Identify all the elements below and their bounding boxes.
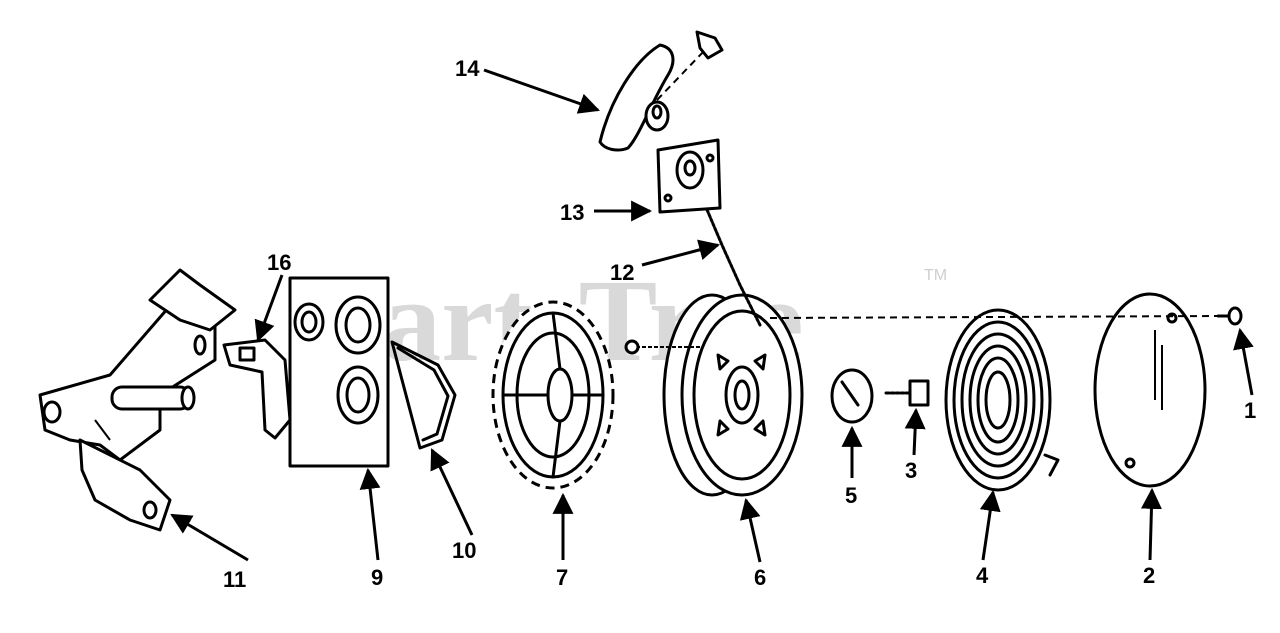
callout-label-14: 14 — [455, 56, 480, 81]
callout-label-10: 10 — [452, 538, 476, 563]
part-6-pulley — [624, 293, 804, 497]
part-10-spring — [390, 340, 457, 450]
callout-label-5: 4 — [976, 563, 989, 588]
part-7-gear — [491, 300, 615, 490]
part-12-rope — [703, 203, 762, 327]
callout-label-3: 3 — [905, 458, 917, 483]
callout-label-2: 2 — [1143, 563, 1155, 588]
callout-label-4: 5 — [845, 483, 857, 508]
alignment-line — [769, 315, 1219, 319]
callout-label-12: 12 — [610, 260, 634, 285]
part-9-card — [288, 276, 390, 468]
watermark-trademark: TM — [924, 267, 947, 284]
part-16-pawl — [222, 338, 292, 440]
callout-label-7: 7 — [556, 565, 568, 590]
part-13-plate — [656, 138, 722, 214]
callout-label-11: 11 — [223, 567, 246, 592]
part-1-screw — [1216, 306, 1243, 326]
part-5-spring — [944, 308, 1060, 492]
callout-label-6: 6 — [754, 565, 766, 590]
callout-label-9: 9 — [371, 565, 383, 590]
part-3-screw — [884, 379, 930, 407]
callout-label-13: 13 — [560, 200, 584, 225]
callout-label-1: 1 — [1244, 398, 1256, 423]
callout-label-16: 16 — [267, 250, 291, 275]
part-2-cover — [1093, 292, 1207, 488]
part-4-cam — [830, 368, 874, 424]
part-14-handle — [598, 30, 724, 152]
leader-arrows — [170, 68, 1254, 563]
part-11-bracket — [38, 268, 237, 532]
